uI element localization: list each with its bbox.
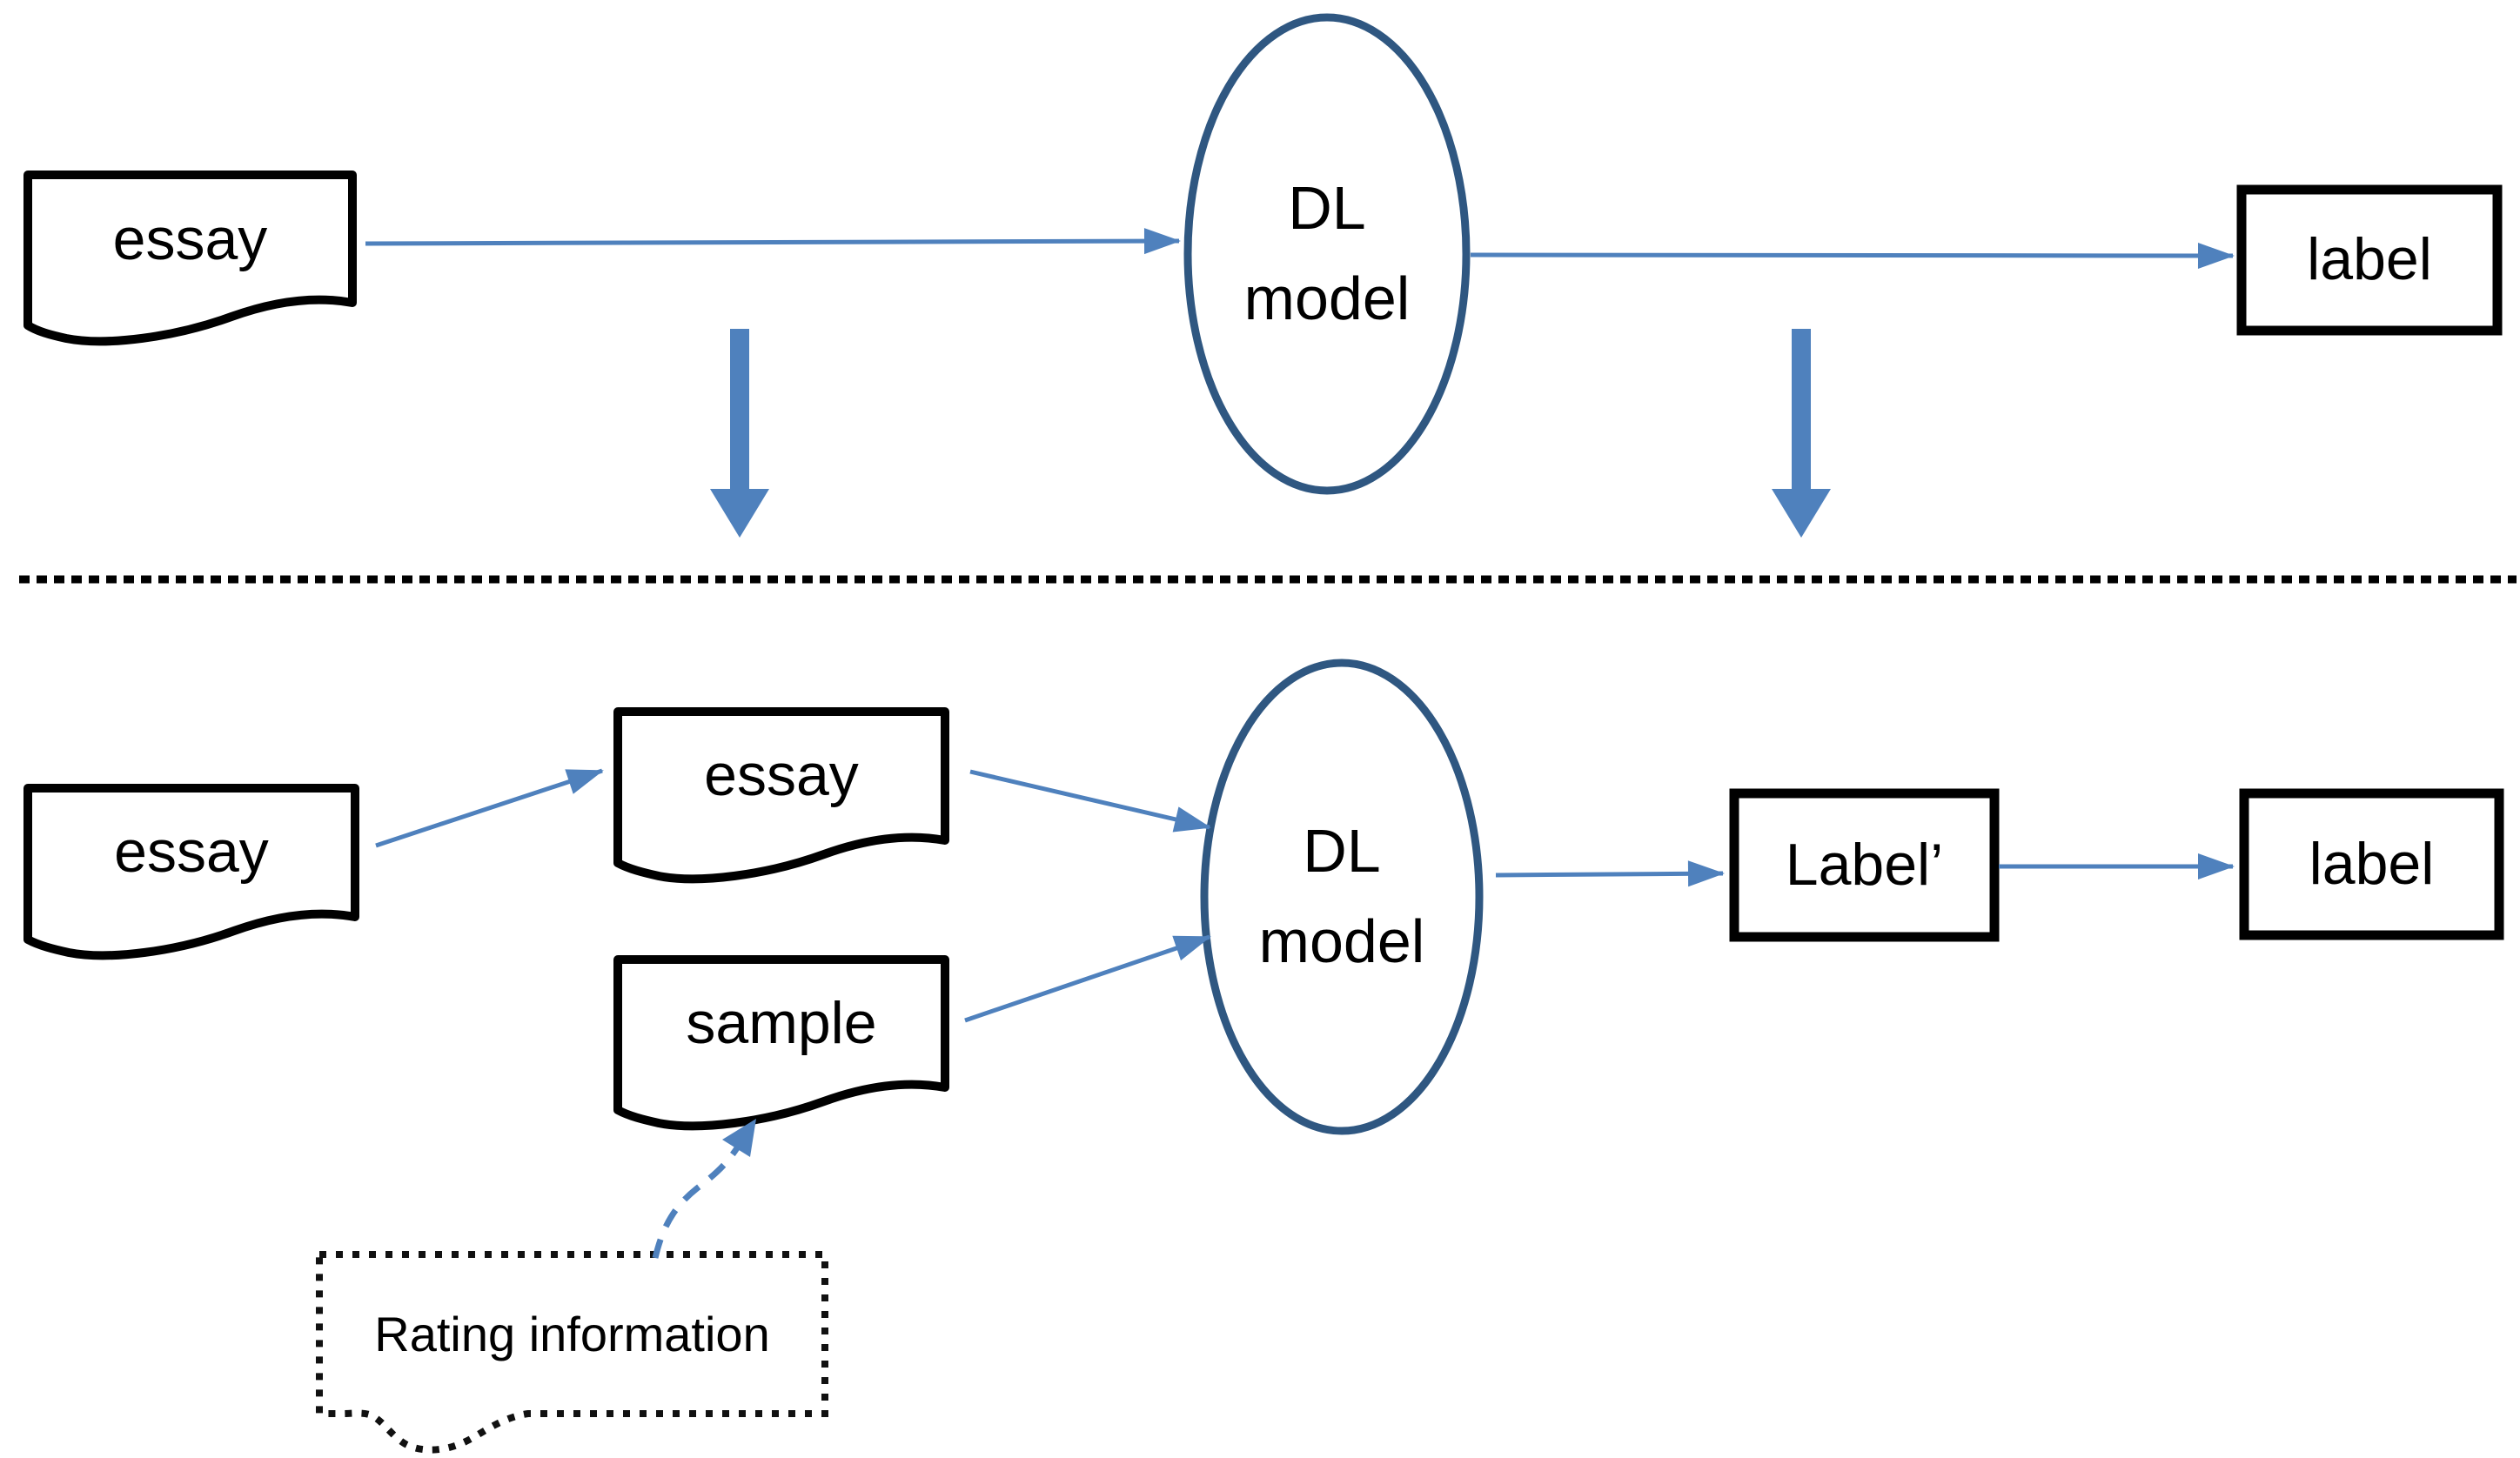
arrow-essay-to-essay-copy bbox=[375, 768, 604, 848]
top-label-box-shape bbox=[2236, 184, 2503, 336]
dashed-arrow-rating-to-sample bbox=[652, 1138, 746, 1259]
sample-document-shape bbox=[613, 955, 949, 1131]
essay-copy-document-shape bbox=[613, 707, 949, 884]
rating-information-dotted-shape bbox=[316, 1251, 828, 1454]
thick-down-arrow-right bbox=[1772, 329, 1831, 538]
dashed-arrow-head bbox=[722, 1119, 756, 1157]
arrow-essay-copy-to-model bbox=[969, 769, 1211, 833]
arrow-sample-to-model bbox=[964, 934, 1211, 1023]
bottom-dl-model-ellipse bbox=[1200, 659, 1484, 1135]
arrow-top-model-to-label bbox=[1470, 242, 2235, 269]
top-essay-document-shape bbox=[23, 171, 357, 346]
bottom-essay-document-shape bbox=[23, 784, 359, 960]
thick-down-arrow-left bbox=[710, 329, 769, 538]
arrow-model-to-label-prime bbox=[1495, 860, 1725, 887]
arrow-top-essay-to-model bbox=[365, 228, 1181, 255]
top-dl-model-ellipse bbox=[1183, 13, 1471, 495]
label-prime-box-shape bbox=[1729, 788, 2000, 942]
bottom-label-box-shape bbox=[2239, 788, 2504, 940]
